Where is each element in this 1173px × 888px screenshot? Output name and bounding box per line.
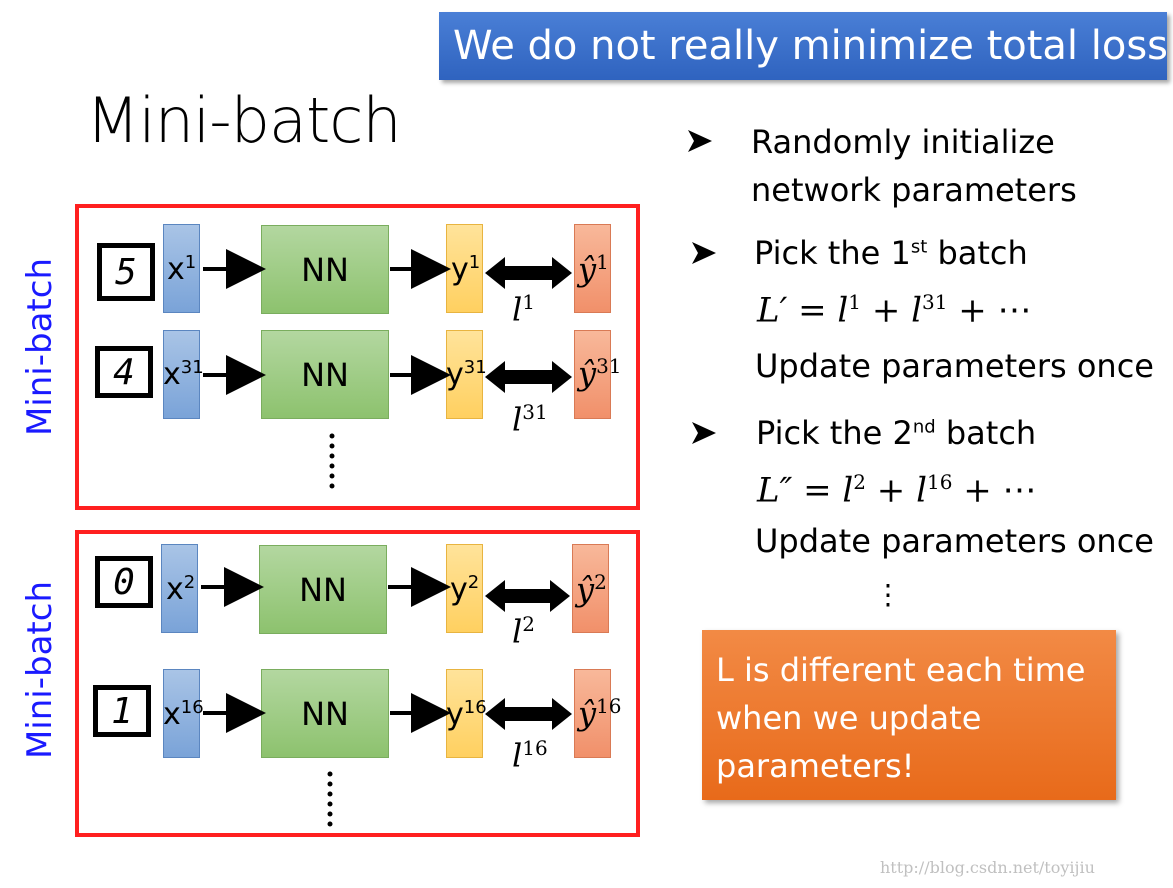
mini-batch-box-2	[75, 530, 640, 837]
note-line-1: L is different each time	[716, 651, 1086, 689]
ellipsis-dots-1	[329, 433, 335, 489]
step-pick-second-batch: Pick the 2nd batch	[756, 414, 1037, 452]
target-label: ŷ16	[578, 694, 622, 733]
step-init-line1: Randomly initialize	[751, 123, 1055, 161]
ellipsis-dots-2	[327, 771, 333, 827]
note-callout: L is different each time when we update …	[702, 630, 1116, 800]
equation-L-double-prime: L″ = l2 + l16 + ⋯	[757, 470, 1037, 511]
nn-block: NN	[261, 225, 389, 314]
step-update-once-1: Update parameters once	[755, 347, 1154, 385]
output-label: y1	[451, 252, 481, 287]
watermark: http://blog.csdn.net/toyijiu	[880, 858, 1095, 877]
step-init-line2: network parameters	[751, 171, 1077, 209]
target-label: ŷ1	[578, 250, 609, 289]
mini-batch-box-1	[75, 204, 640, 510]
digit-image: 1	[93, 685, 151, 737]
input-x-bar	[161, 544, 198, 633]
input-label: x2	[166, 572, 196, 607]
step-update-once-2: Update parameters once	[755, 522, 1154, 560]
loss-label: l2	[512, 612, 535, 651]
step-pick-first-batch: Pick the 1st batch	[754, 234, 1028, 272]
note-line-3: parameters!	[716, 747, 915, 785]
loss-label: l1	[512, 290, 535, 329]
target-yhat-bar	[574, 330, 611, 419]
double-arrow-loss	[485, 257, 572, 289]
target-label: ŷ31	[578, 354, 622, 393]
digit-image: 5	[97, 243, 155, 301]
nn-block: NN	[259, 545, 387, 634]
digit-image: 4	[95, 346, 153, 398]
bullet-arrow-icon	[688, 130, 716, 444]
output-label: y2	[450, 572, 480, 607]
target-yhat-bar	[572, 544, 609, 633]
output-y-bar	[446, 224, 483, 313]
input-x-bar	[163, 224, 200, 313]
double-arrow-loss	[485, 361, 572, 393]
target-yhat-bar	[574, 224, 611, 313]
output-y-bar	[446, 669, 483, 758]
equation-L-prime: L′ = l1 + l31 + ⋯	[757, 290, 1032, 331]
input-label: x1	[167, 252, 197, 287]
target-yhat-bar	[574, 669, 611, 758]
nn-block: NN	[261, 330, 389, 419]
banner-callout: We do not really minimize total loss!	[439, 12, 1173, 80]
double-arrow-loss	[485, 698, 572, 730]
loss-label: l31	[512, 400, 548, 439]
target-label: ŷ2	[576, 570, 607, 609]
loss-label: l16	[512, 736, 548, 775]
vertical-ellipsis: ⋮	[874, 578, 902, 611]
slide-title: Mini-batch	[86, 84, 402, 157]
input-label: x16	[163, 697, 204, 732]
input-x-bar	[163, 669, 200, 758]
nn-block: NN	[261, 669, 389, 758]
digit-image: 0	[95, 556, 153, 608]
double-arrow-loss	[485, 580, 570, 612]
input-label: x31	[163, 357, 204, 392]
input-x-bar	[163, 330, 200, 419]
note-line-2: when we update	[716, 699, 982, 737]
